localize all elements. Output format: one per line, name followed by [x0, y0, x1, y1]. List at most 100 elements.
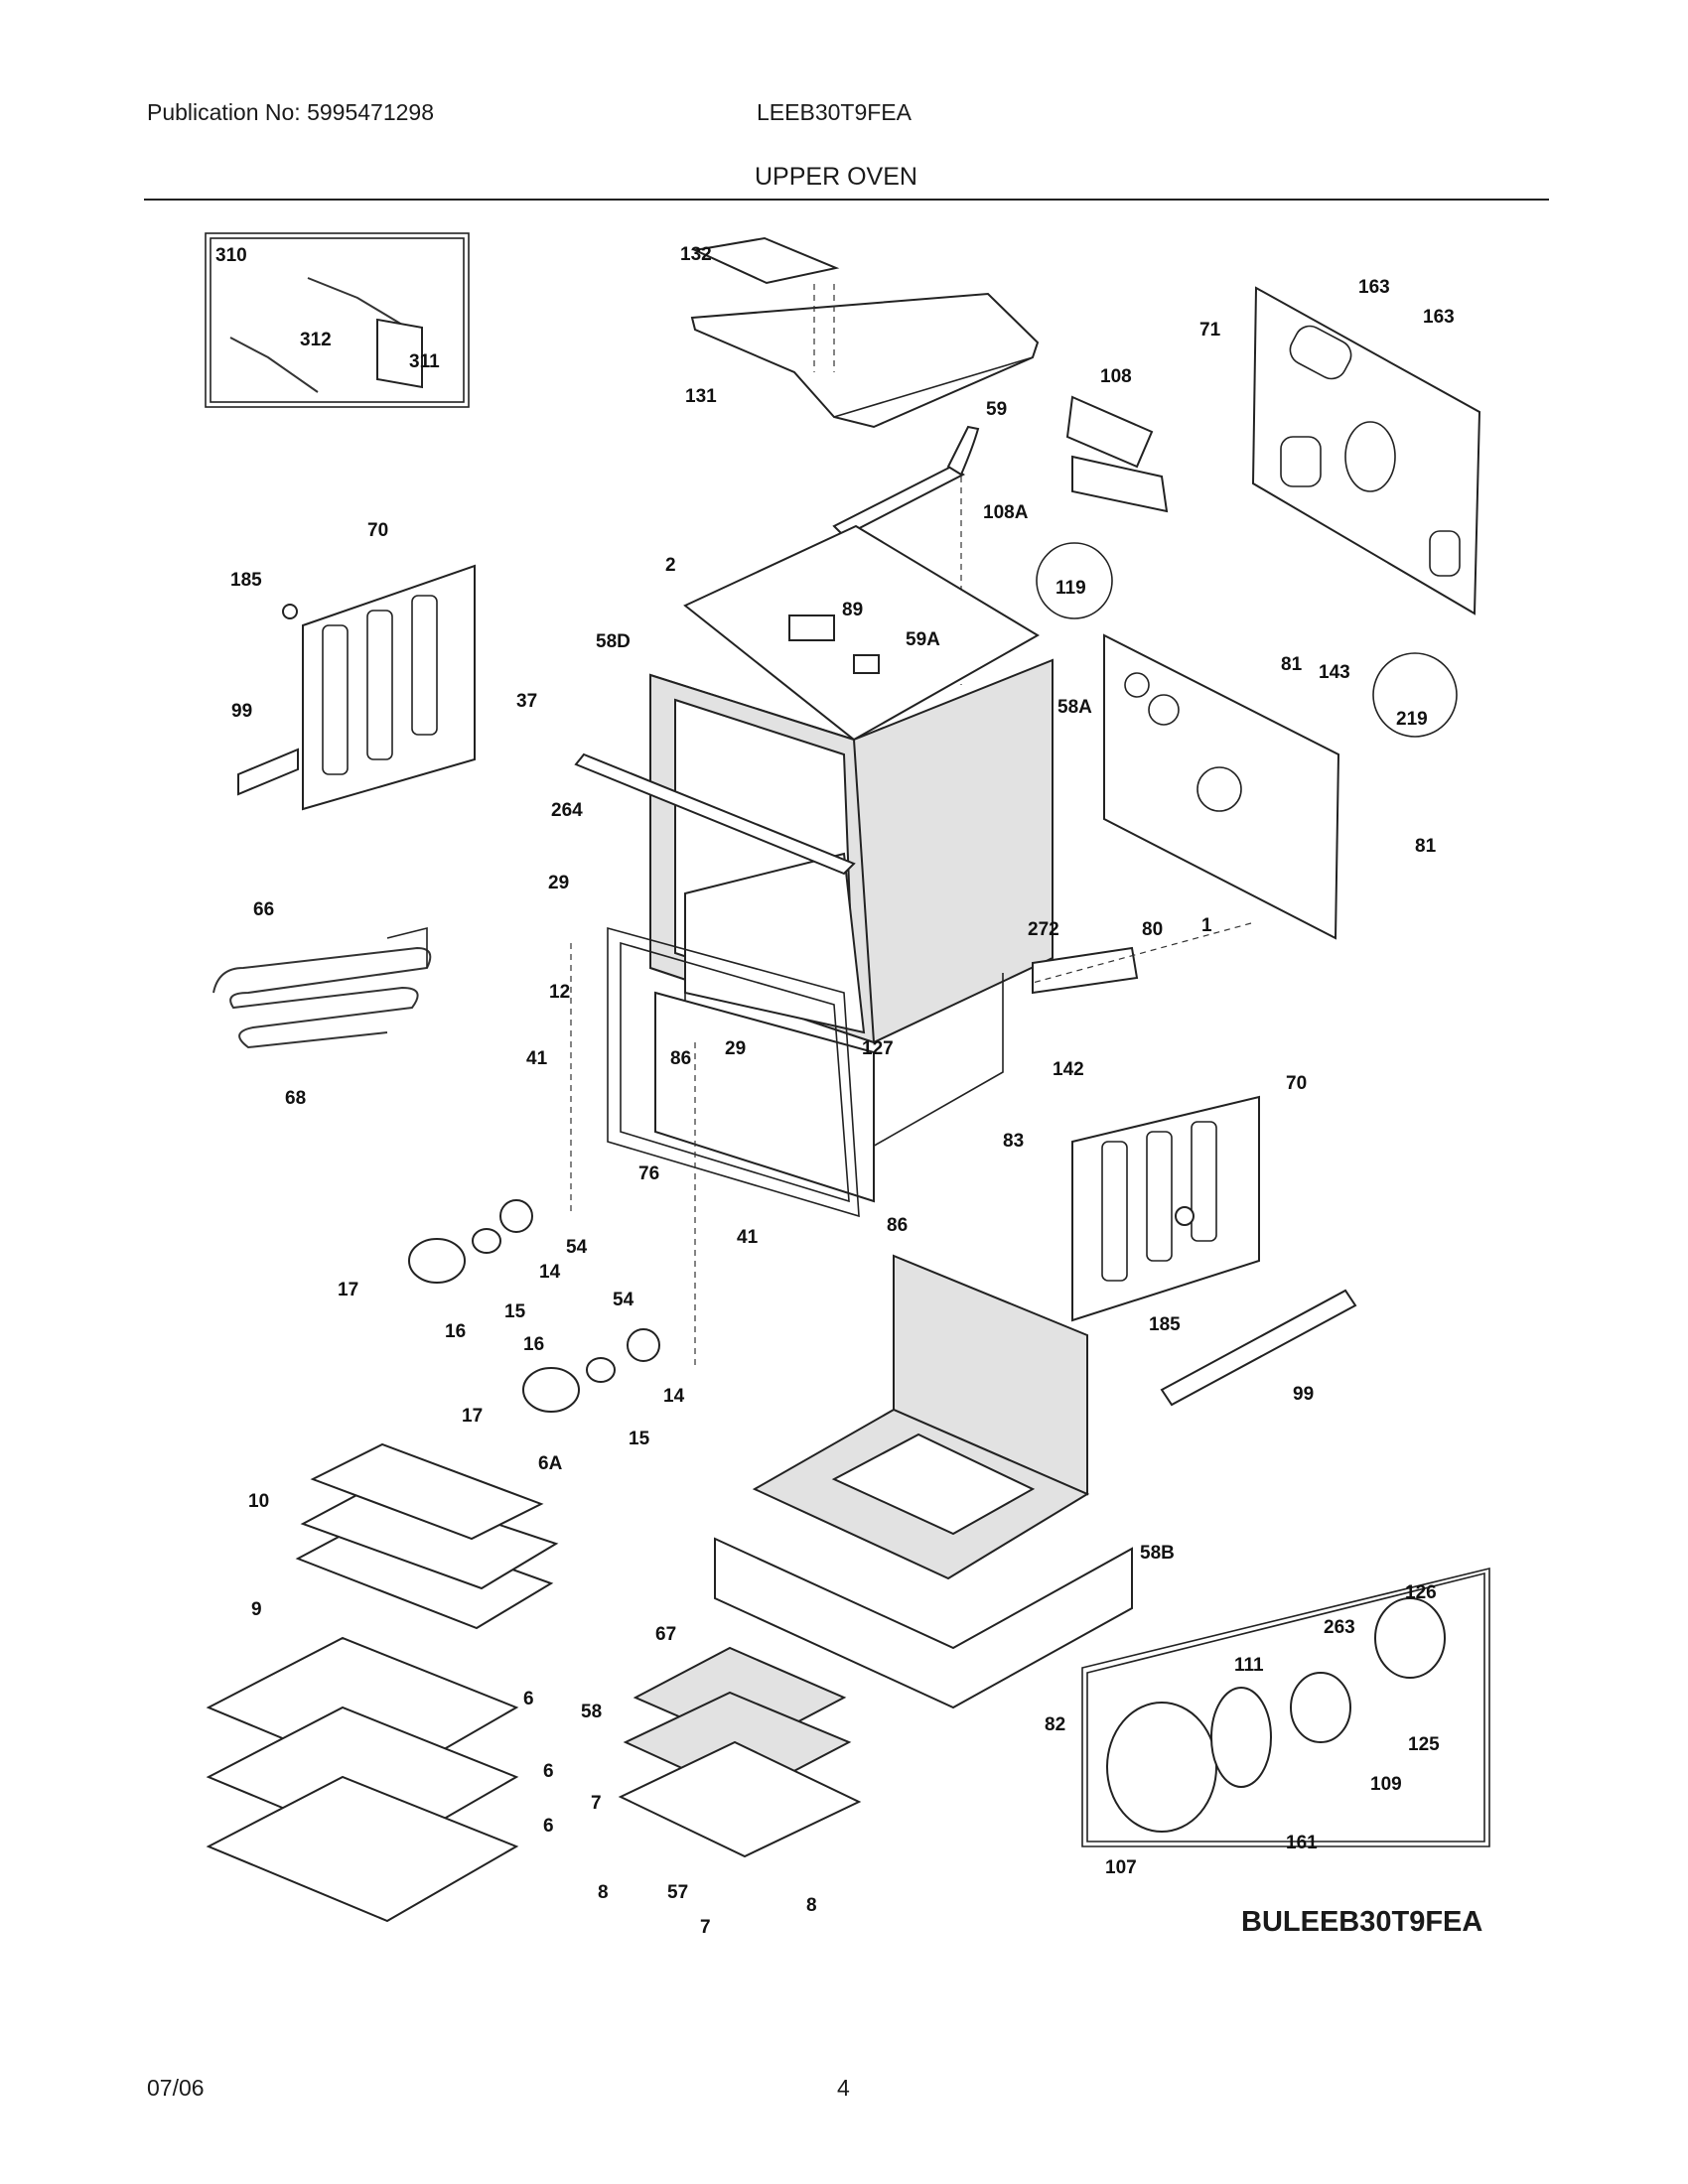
callout-83: 83	[1003, 1131, 1024, 1152]
callout-7-b: 7	[700, 1917, 711, 1938]
callout-54-a: 54	[566, 1237, 588, 1258]
callout-89: 89	[842, 600, 863, 620]
callout-67: 67	[655, 1624, 676, 1645]
callout-132: 132	[680, 244, 712, 265]
callout-9: 9	[251, 1599, 262, 1620]
light-socket-108	[1065, 395, 1169, 513]
callout-37: 37	[516, 691, 537, 712]
callout-labels: 310 312 311 132 131 59 163 163 71 108 10…	[215, 244, 1458, 1938]
callout-185-b: 185	[1149, 1314, 1181, 1335]
callout-127: 127	[862, 1038, 894, 1059]
page-number: 4	[837, 2075, 850, 2101]
callout-8-a: 8	[598, 1882, 609, 1903]
callout-15-b: 15	[629, 1429, 650, 1449]
callout-107: 107	[1105, 1857, 1137, 1878]
publication-number: Publication No: 5995471298	[147, 99, 435, 125]
callout-68: 68	[285, 1088, 306, 1109]
callout-7-a: 7	[591, 1793, 602, 1814]
oven-cavity	[649, 658, 1054, 1203]
callout-163-a: 163	[1358, 277, 1390, 298]
callout-12: 12	[549, 982, 570, 1003]
footer-date: 07/06	[147, 2075, 205, 2101]
inset-box-top-left	[205, 232, 470, 408]
callout-126: 126	[1405, 1582, 1437, 1603]
callout-1: 1	[1201, 915, 1212, 936]
callout-71: 71	[1199, 320, 1221, 341]
callout-8-b: 8	[806, 1895, 817, 1916]
bottom-insulation-58B	[752, 1254, 1090, 1580]
strip-142	[1032, 946, 1139, 995]
callout-310: 310	[215, 245, 247, 266]
callout-10: 10	[248, 1491, 269, 1512]
callout-263: 263	[1324, 1617, 1355, 1638]
callout-219: 219	[1396, 709, 1428, 730]
light-assembly-lower	[522, 1328, 660, 1413]
top-cover-assembly	[690, 236, 1040, 685]
rail-99	[1160, 1289, 1357, 1407]
callout-312: 312	[300, 330, 332, 350]
diagram-code: BULEEB30T9FEA	[1241, 1906, 1483, 1938]
callout-99-a: 99	[231, 701, 252, 722]
rear-panel-71	[1251, 286, 1481, 615]
bake-element-67	[618, 1646, 862, 1858]
callout-59: 59	[986, 399, 1007, 420]
callout-66: 66	[253, 899, 274, 920]
top-shield-2	[683, 524, 1040, 742]
back-wall-1	[1103, 633, 1340, 940]
callout-58B: 58B	[1140, 1543, 1175, 1564]
bottom-pan-82	[714, 1537, 1133, 1709]
callout-264: 264	[551, 800, 583, 821]
callout-70-b: 70	[1286, 1073, 1307, 1094]
callout-272: 272	[1028, 919, 1059, 940]
callout-17-a: 17	[338, 1280, 358, 1300]
callout-6-b: 6	[543, 1761, 554, 1782]
callout-108: 108	[1100, 366, 1132, 387]
callout-86-a: 86	[670, 1048, 691, 1069]
callout-17-b: 17	[462, 1406, 483, 1427]
callout-59A: 59A	[906, 629, 940, 650]
side-panel-left	[237, 564, 476, 811]
callout-111: 111	[1234, 1655, 1264, 1676]
callout-41-b: 41	[737, 1227, 759, 1248]
callout-76: 76	[638, 1163, 659, 1184]
callout-81-b: 81	[1415, 836, 1437, 857]
callout-58: 58	[581, 1702, 602, 1722]
section-title: UPPER OVEN	[755, 163, 917, 191]
door-gasket-76	[607, 926, 860, 1218]
callout-131: 131	[685, 386, 717, 407]
callout-119: 119	[1055, 578, 1086, 599]
callout-143: 143	[1319, 662, 1350, 683]
callout-58A: 58A	[1057, 697, 1092, 718]
callout-80: 80	[1142, 919, 1163, 940]
model-number: LEEB30T9FEA	[757, 99, 912, 125]
callout-6A: 6A	[538, 1453, 563, 1474]
callout-161: 161	[1286, 1833, 1318, 1853]
trim-264	[574, 752, 856, 876]
callout-29-b: 29	[725, 1038, 746, 1059]
callout-109: 109	[1370, 1774, 1402, 1795]
callout-125: 125	[1408, 1734, 1440, 1755]
callout-108A: 108A	[983, 502, 1029, 523]
callout-2: 2	[665, 555, 676, 576]
callout-6-a: 6	[523, 1689, 534, 1709]
broil-pan-and-racks	[206, 1442, 559, 1923]
callout-58D: 58D	[596, 631, 631, 652]
detail-circle-219	[1372, 652, 1458, 738]
callout-57: 57	[667, 1882, 688, 1903]
callout-6-c: 6	[543, 1816, 554, 1837]
callout-86-b: 86	[887, 1215, 908, 1236]
callout-16-a: 16	[445, 1321, 466, 1342]
callout-82: 82	[1045, 1714, 1065, 1735]
callout-99-b: 99	[1293, 1384, 1314, 1405]
callout-16-b: 16	[523, 1334, 544, 1355]
callout-81-a: 81	[1281, 654, 1303, 675]
callout-54-b: 54	[613, 1290, 634, 1310]
callout-14-b: 14	[663, 1386, 685, 1407]
convection-fan-inset	[1081, 1567, 1490, 1847]
callout-311: 311	[409, 351, 440, 372]
broil-element-66	[212, 926, 432, 1049]
callout-15-a: 15	[504, 1301, 526, 1322]
callout-185-a: 185	[230, 570, 262, 591]
callout-70-a: 70	[367, 520, 388, 541]
callout-163-b: 163	[1423, 307, 1455, 328]
